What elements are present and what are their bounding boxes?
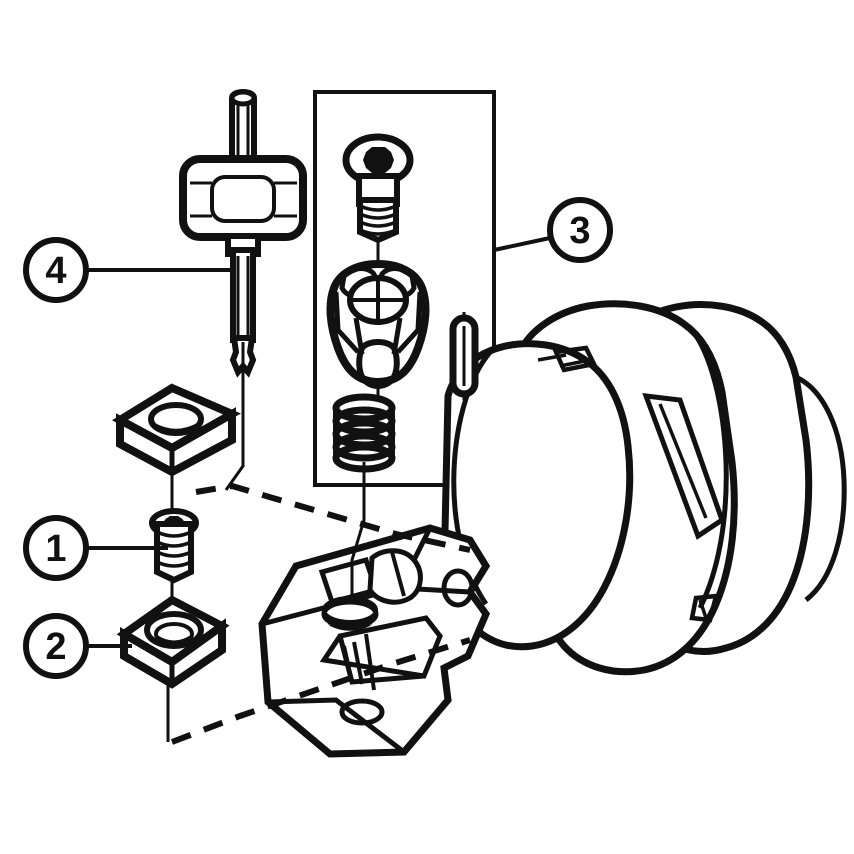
clamp-finger — [326, 259, 430, 389]
callout-2-circle — [23, 613, 89, 679]
callout-3-circle — [547, 197, 613, 263]
callout-3-leader — [493, 236, 551, 252]
callout-2[interactable]: 2 — [23, 613, 132, 679]
cutting-insert — [111, 383, 241, 477]
callout-3-label: 3 — [569, 210, 590, 252]
toolholder-cutting-head — [258, 524, 491, 758]
clamp-screw — [342, 133, 414, 244]
callout-1-label: 1 — [45, 528, 66, 570]
locating-pin — [449, 314, 479, 398]
clamp-kit-box — [313, 90, 496, 487]
coil-spring — [332, 393, 396, 473]
assembly-dashed-path-upper — [195, 482, 471, 553]
shim-seat — [116, 595, 230, 689]
callout-4-label: 4 — [45, 250, 66, 292]
callout-1[interactable]: 1 — [23, 515, 168, 581]
assembly-dashed-path-lower — [170, 637, 471, 745]
torque-key — [179, 89, 307, 378]
callout-3[interactable]: 3 — [493, 197, 613, 263]
callout-4[interactable]: 4 — [23, 237, 236, 303]
callout-4-circle — [23, 237, 89, 303]
toolholder-body — [440, 300, 847, 676]
callout-1-circle — [23, 515, 89, 581]
shim-screw — [149, 508, 199, 584]
callout-2-label: 2 — [45, 626, 66, 668]
